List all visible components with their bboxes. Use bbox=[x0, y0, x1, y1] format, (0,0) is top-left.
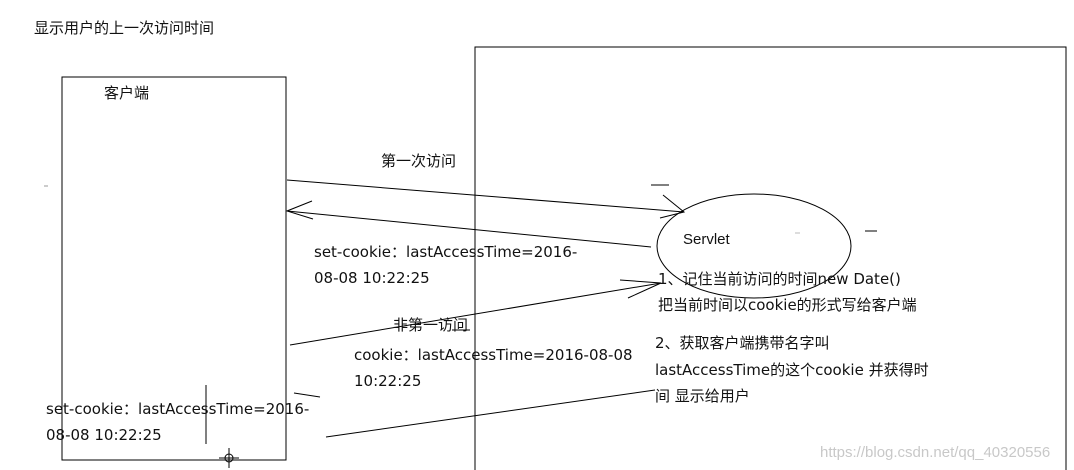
step1-line1: 1、记住当前访问的时间new Date() bbox=[658, 270, 901, 288]
step1-line2: 把当前时间以cookie的形式写给客户端 bbox=[658, 296, 917, 314]
crosshair-icon bbox=[219, 448, 239, 468]
arrow-set-cookie-second bbox=[325, 389, 656, 438]
arrow-non-first-visit bbox=[289, 279, 662, 346]
arrow-set-cookie-response bbox=[285, 200, 652, 248]
non-first-visit-label: 非第一访问 bbox=[393, 316, 469, 334]
step2-line2: lastAccessTime的这个cookie 并获得时 bbox=[655, 361, 929, 379]
dash-mark bbox=[293, 392, 321, 398]
set-cookie-label-1-line2: 08-08 10:22:25 bbox=[314, 269, 430, 287]
server-box bbox=[474, 46, 1067, 470]
arrow-first-visit bbox=[286, 179, 686, 219]
servlet-label: Servlet bbox=[683, 231, 730, 248]
diagram-title: 显示用户的上一次访问时间 bbox=[34, 19, 215, 37]
step2-line1: 2、获取客户端携带名字叫 bbox=[655, 334, 830, 352]
set-cookie-label-2-line1: set-cookie：lastAccessTime=2016- bbox=[46, 400, 310, 418]
servlet-ellipse bbox=[656, 193, 852, 299]
set-cookie-label-1-line1: set-cookie：lastAccessTime=2016- bbox=[314, 243, 578, 261]
cookie-label-line2: 10:22:25 bbox=[354, 372, 422, 390]
step2-line3: 间 显示给用户 bbox=[655, 387, 750, 405]
set-cookie-label-2-line2: 08-08 10:22:25 bbox=[46, 426, 162, 444]
first-visit-label: 第一次访问 bbox=[381, 152, 457, 170]
client-label: 客户端 bbox=[104, 84, 150, 102]
cookie-label-line1: cookie：lastAccessTime=2016-08-08 bbox=[354, 346, 633, 364]
watermark: https://blog.csdn.net/qq_40320556 bbox=[820, 444, 1051, 461]
client-box bbox=[61, 76, 287, 461]
